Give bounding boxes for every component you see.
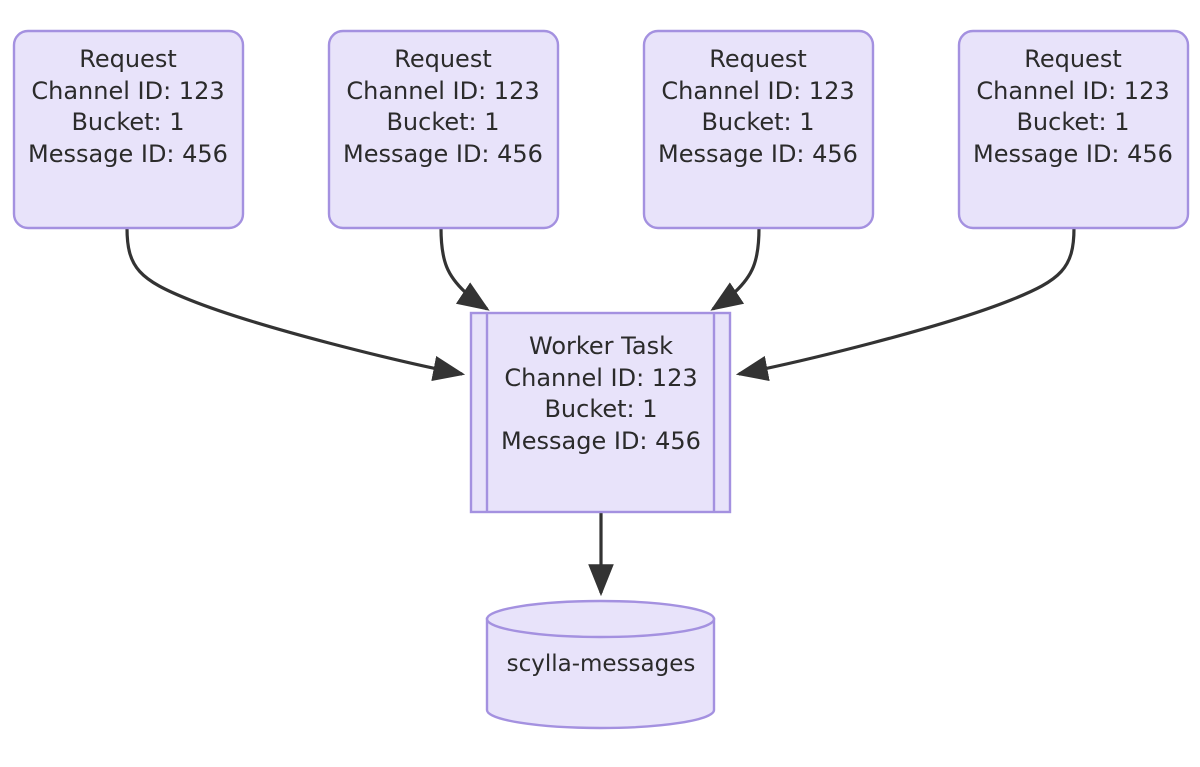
request-node-3[interactable] [642,29,875,230]
request-node-2[interactable] [327,29,560,230]
database-node[interactable] [485,599,716,730]
request-node-4[interactable] [957,29,1190,230]
cylinder-top-ellipse [485,599,716,639]
edge-request2-to-worker [439,227,490,311]
worker-task-node[interactable] [469,311,732,514]
edge-request4-to-worker [735,227,1076,382]
edge-request3-to-worker [710,227,761,311]
request-node-1[interactable] [12,29,245,230]
edge-request1-to-worker [125,227,466,382]
